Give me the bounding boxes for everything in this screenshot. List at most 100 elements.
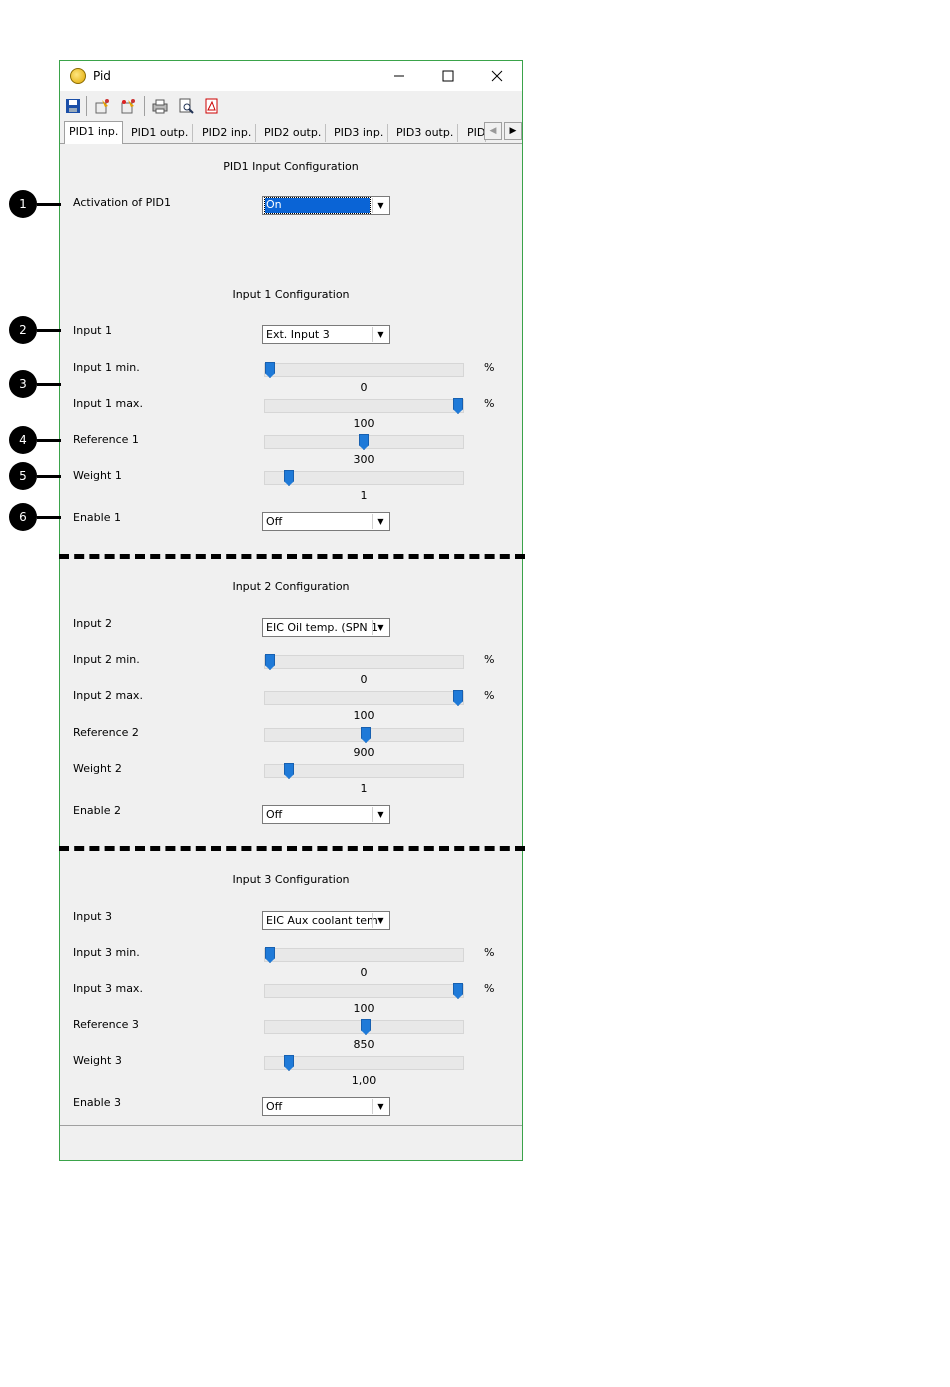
- slider-thumb[interactable]: [361, 1019, 371, 1035]
- input2-min-label: Input 2 min.: [73, 653, 140, 666]
- input3-min-slider[interactable]: [264, 947, 464, 963]
- slider-thumb[interactable]: [284, 763, 294, 779]
- enable2-select[interactable]: Off ▼: [262, 805, 390, 824]
- weight2-value: 1: [360, 782, 368, 795]
- reference2-value: 900: [353, 746, 375, 759]
- weight1-slider[interactable]: [264, 470, 464, 486]
- input2-select[interactable]: EIC Oil temp. (SPN 1 ▼: [262, 618, 390, 637]
- activation-label: Activation of PID1: [73, 196, 172, 209]
- input2-value: EIC Oil temp. (SPN 1: [266, 621, 379, 634]
- title-bar[interactable]: Pid: [60, 61, 522, 91]
- weight1-value: 1: [360, 489, 368, 502]
- slider-thumb[interactable]: [265, 654, 275, 670]
- tab-pid2-outp[interactable]: PID2 outp.: [260, 124, 327, 142]
- tab-scroll-left[interactable]: ◀: [484, 122, 502, 140]
- chevron-down-icon: ▼: [372, 913, 388, 928]
- callout-line: [37, 203, 61, 206]
- input2-config-title: Input 2 Configuration: [232, 580, 350, 593]
- export-pdf-button[interactable]: [203, 97, 221, 115]
- tab-pid2-inp[interactable]: PID2 inp.: [198, 124, 257, 142]
- input2-max-label: Input 2 max.: [73, 689, 143, 702]
- slider-thumb[interactable]: [265, 362, 275, 378]
- callout-line: [37, 475, 61, 478]
- reference2-slider[interactable]: [264, 727, 464, 743]
- enable2-value: Off: [266, 808, 283, 821]
- input3-max-slider[interactable]: [264, 983, 464, 999]
- slider-thumb[interactable]: [284, 470, 294, 486]
- callout-marker: 3: [9, 370, 37, 398]
- enable1-select[interactable]: Off ▼: [262, 512, 390, 531]
- callout-marker: 5: [9, 462, 37, 490]
- tab-pid3-inp[interactable]: PID3 inp.: [330, 124, 389, 142]
- callout-line: [37, 439, 61, 442]
- save-icon: [66, 99, 80, 113]
- tab-pid1-outp[interactable]: PID1 outp.: [127, 124, 194, 142]
- maximize-button[interactable]: [425, 61, 471, 91]
- print-preview-button[interactable]: [177, 97, 195, 115]
- input2-min-slider[interactable]: [264, 654, 464, 670]
- input3-min-unit: %: [484, 946, 495, 959]
- weight2-slider[interactable]: [264, 763, 464, 779]
- input3-min-label: Input 3 min.: [73, 946, 140, 959]
- wizard-button[interactable]: [93, 97, 111, 115]
- tab-pid3-outp[interactable]: PID3 outp.: [392, 124, 459, 142]
- callout-line: [37, 516, 61, 519]
- input1-select[interactable]: Ext. Input 3 ▼: [262, 325, 390, 344]
- slider-thumb[interactable]: [453, 690, 463, 706]
- chevron-left-icon: ◀: [489, 126, 497, 136]
- input3-select[interactable]: EIC Aux coolant tem ▼: [262, 911, 390, 930]
- reference3-slider[interactable]: [264, 1019, 464, 1035]
- wizard2-button[interactable]: [119, 97, 137, 115]
- enable1-label: Enable 1: [73, 511, 121, 524]
- input1-min-label: Input 1 min.: [73, 361, 140, 374]
- weight3-slider[interactable]: [264, 1055, 464, 1071]
- enable3-value: Off: [266, 1100, 283, 1113]
- close-button[interactable]: [474, 61, 520, 91]
- section-divider: [59, 846, 525, 851]
- input1-max-value: 100: [353, 417, 375, 430]
- reference3-label: Reference 3: [73, 1018, 139, 1031]
- reference2-label: Reference 2: [73, 726, 139, 739]
- save-button[interactable]: [64, 97, 82, 115]
- tab-pid-more[interactable]: PID: [463, 124, 486, 142]
- callout-line: [37, 383, 61, 386]
- activation-select[interactable]: On ▼: [262, 196, 390, 215]
- slider-thumb[interactable]: [453, 983, 463, 999]
- reference1-value: 300: [353, 453, 375, 466]
- chevron-down-icon: ▼: [372, 514, 388, 529]
- input3-min-value: 0: [360, 966, 368, 979]
- input1-max-unit: %: [484, 397, 495, 410]
- tab-pid1-inp[interactable]: PID1 inp.: [64, 121, 124, 144]
- callout-marker: 1: [9, 190, 37, 218]
- enable3-select[interactable]: Off ▼: [262, 1097, 390, 1116]
- print-button[interactable]: [151, 97, 169, 115]
- input3-max-value: 100: [353, 1002, 375, 1015]
- enable1-value: Off: [266, 515, 283, 528]
- input2-max-unit: %: [484, 689, 495, 702]
- weight3-label: Weight 3: [73, 1054, 122, 1067]
- chevron-right-icon: ▶: [509, 126, 517, 136]
- chevron-down-icon: ▼: [372, 620, 388, 635]
- slider-thumb[interactable]: [453, 398, 463, 414]
- input2-min-value: 0: [360, 673, 368, 686]
- print-preview-icon: [179, 98, 194, 114]
- input2-max-slider[interactable]: [264, 690, 464, 706]
- input3-value: EIC Aux coolant tem: [266, 914, 378, 927]
- input1-max-slider[interactable]: [264, 398, 464, 414]
- weight2-label: Weight 2: [73, 762, 122, 775]
- callout-marker: 4: [9, 426, 37, 454]
- slider-thumb[interactable]: [361, 727, 371, 743]
- slider-thumb[interactable]: [359, 434, 369, 450]
- reference1-slider[interactable]: [264, 434, 464, 450]
- activation-value: On: [264, 197, 371, 214]
- toolbar: [60, 91, 522, 121]
- close-icon: [491, 70, 503, 82]
- minimize-button[interactable]: [376, 61, 422, 91]
- slider-thumb[interactable]: [284, 1055, 294, 1071]
- tab-scroll-right[interactable]: ▶: [504, 122, 522, 140]
- print-icon: [152, 99, 168, 114]
- slider-thumb[interactable]: [265, 947, 275, 963]
- input3-max-unit: %: [484, 982, 495, 995]
- input1-min-slider[interactable]: [264, 362, 464, 378]
- input1-label: Input 1: [73, 324, 112, 337]
